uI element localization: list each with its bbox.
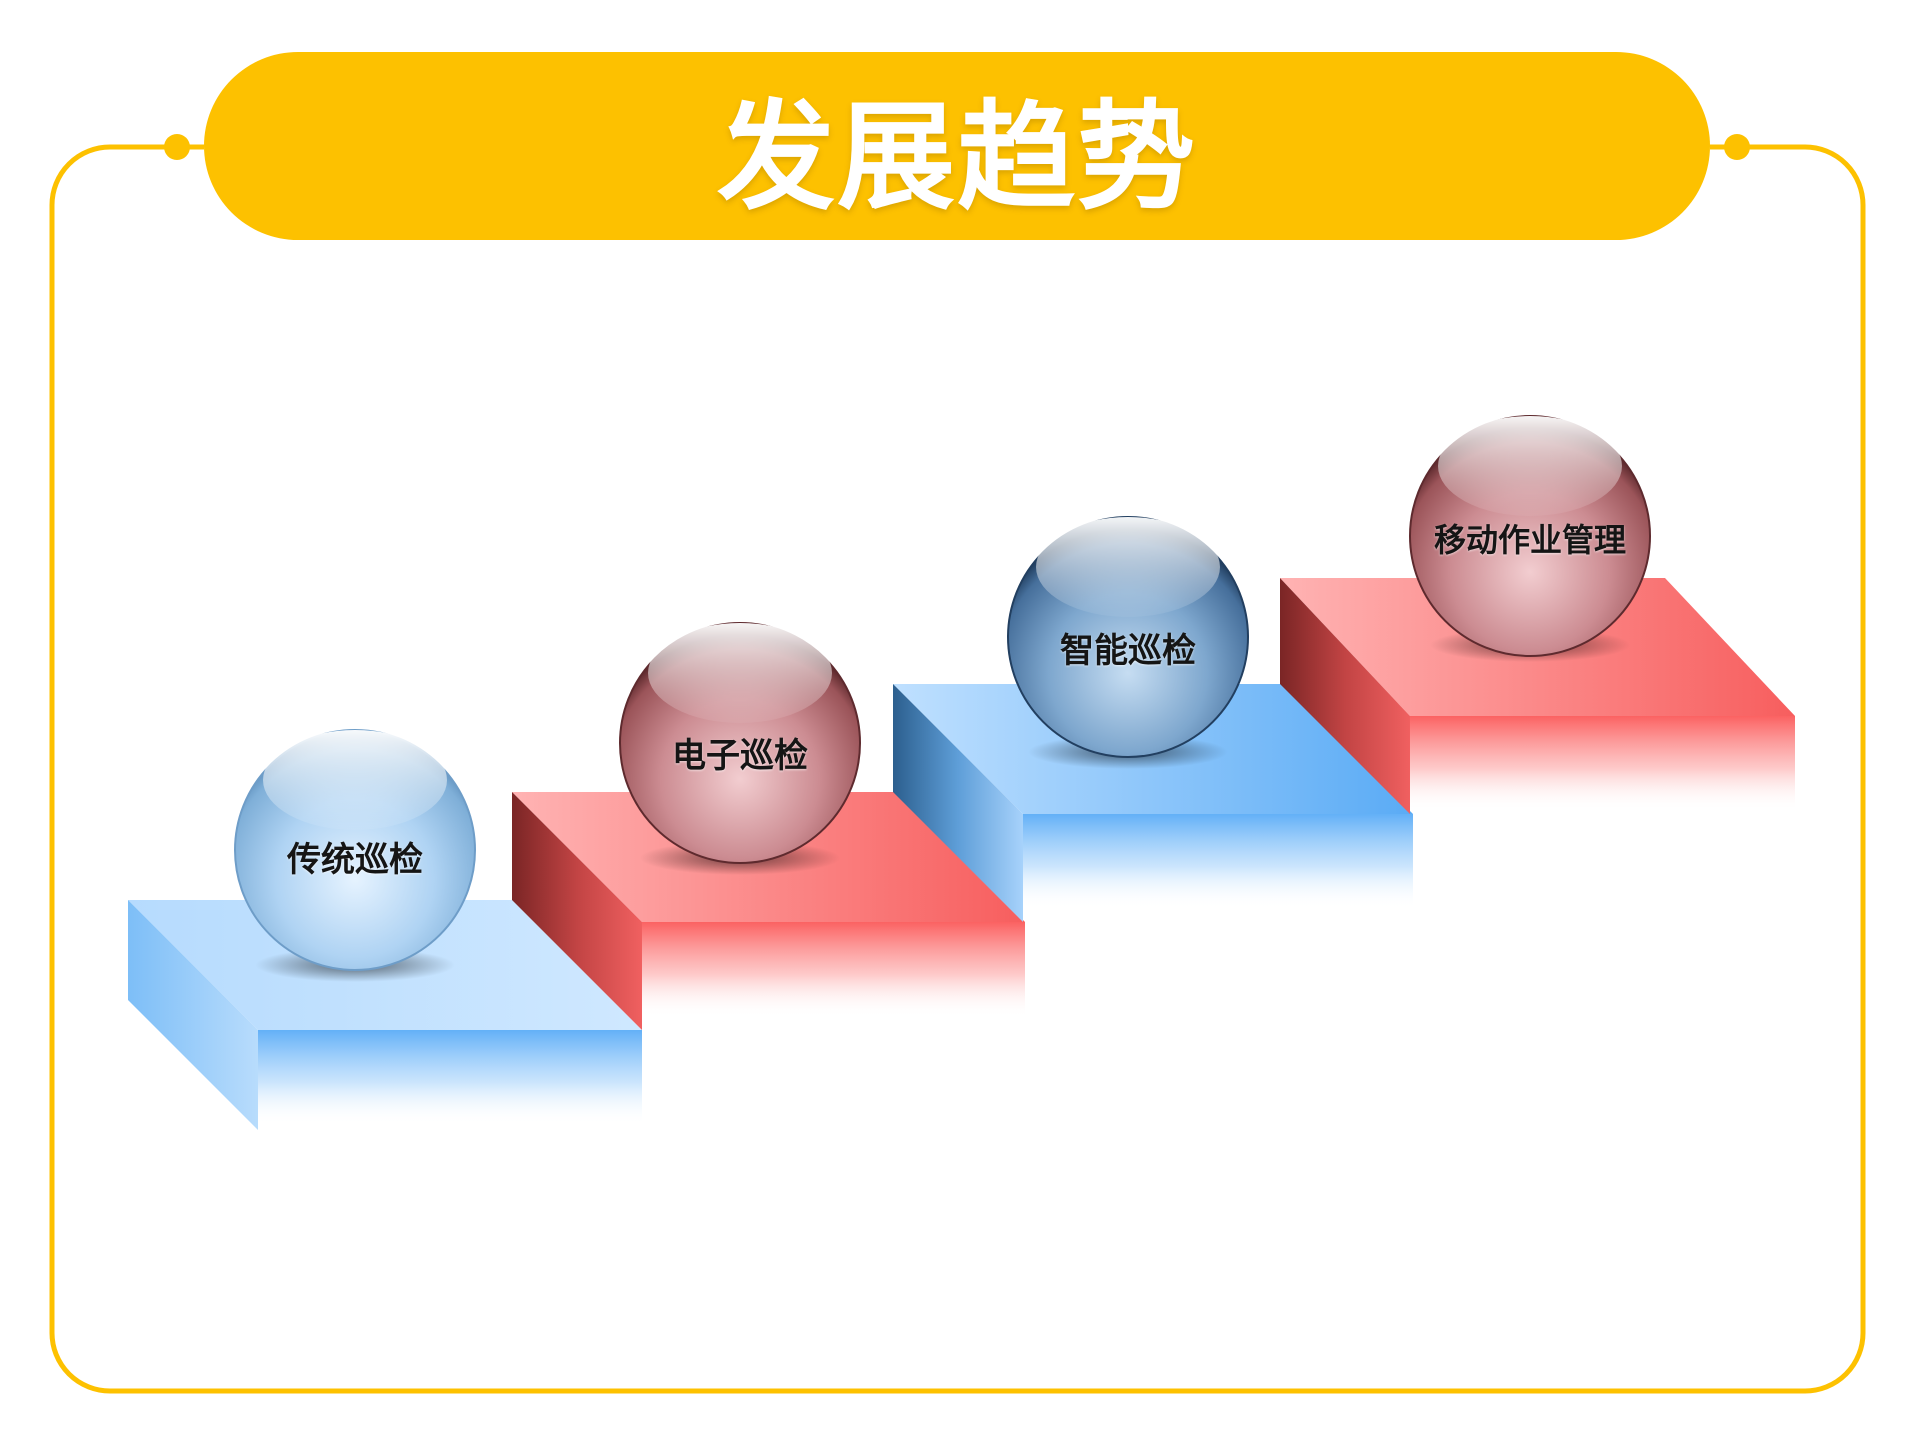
- frame-border: [49, 144, 1866, 1394]
- step-3-label: 智能巡检: [1060, 631, 1196, 671]
- step-3-side: [893, 684, 1023, 922]
- step-4-label: 移动作业管理: [1433, 521, 1626, 559]
- title-banner: 发展趋势: [204, 52, 1710, 240]
- sphere-4-gloss: [1438, 416, 1622, 516]
- step-1-front: [258, 1030, 642, 1125]
- sphere-1: [234, 729, 476, 971]
- sphere-2-gloss: [648, 623, 832, 723]
- step-3-front: [1023, 814, 1413, 909]
- sphere-1-gloss: [263, 730, 447, 830]
- sphere-3: [1007, 516, 1249, 758]
- sphere-4: [1409, 415, 1651, 657]
- step-2-side: [512, 792, 642, 1030]
- sphere-3-gloss: [1036, 517, 1220, 617]
- step-1-side: [128, 900, 258, 1130]
- step-4-front: [1410, 716, 1795, 811]
- page-title: 发展趋势: [716, 87, 1197, 226]
- sphere-2: [619, 622, 861, 864]
- step-4-side: [1280, 578, 1410, 814]
- frame-dot-right: [1724, 134, 1750, 160]
- step-2-front: [642, 922, 1025, 1017]
- frame-dot-left: [164, 134, 190, 160]
- step-1-label: 传统巡检: [287, 840, 423, 880]
- step-2-label: 电子巡检: [672, 736, 808, 776]
